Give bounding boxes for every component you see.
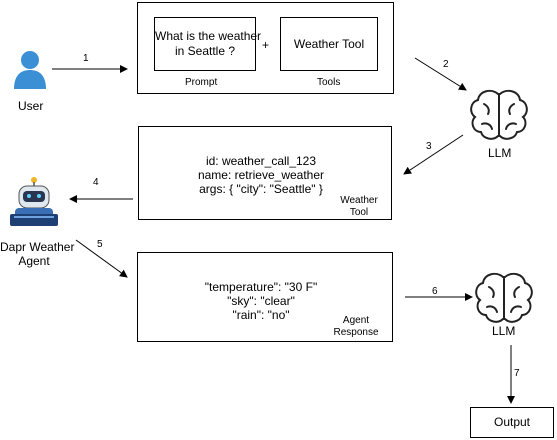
agent-response-caption-line1: Agent [342, 315, 370, 326]
arrow-2 [414, 57, 467, 91]
llm-top-label: LLM [488, 146, 512, 160]
agent-response-box: "temperature": "30 F" "sky": "clear" "ra… [137, 252, 393, 342]
plus-sign: + [262, 38, 270, 52]
step-5-label: 5 [97, 239, 103, 250]
brain-icon-top [470, 89, 528, 140]
step-1-label: 1 [83, 53, 89, 64]
tool-call-box: id: weather_call_123 name: retrieve_weat… [138, 126, 392, 220]
response-rain: "rain": "no" [232, 308, 290, 322]
llm-bottom-label: LLM [492, 324, 516, 338]
step-7-label: 7 [514, 368, 520, 379]
arrow-3 [403, 134, 464, 175]
step-2-label: 2 [443, 59, 449, 70]
robot-agent-icon [10, 177, 58, 226]
brain-icon-bottom [475, 272, 533, 323]
step-6-label: 6 [432, 286, 438, 297]
step-4-label: 4 [93, 177, 99, 188]
agent-response-caption-line2: Response [333, 327, 379, 338]
output-box: Output [470, 407, 554, 438]
prompt-box: What is the weather in Seattle ? [154, 17, 262, 71]
prompt-caption: Prompt [185, 77, 218, 88]
tools-box: Weather Tool [280, 17, 378, 71]
prompt-text-line1: What is the weather [155, 29, 262, 43]
response-sky: "sky": "clear" [227, 294, 295, 308]
output-label: Output [493, 415, 531, 429]
arrow-5 [75, 239, 128, 278]
tool-call-args: args: { "city": "Seattle" } [199, 182, 323, 196]
step-3-label: 3 [426, 141, 432, 152]
tools-caption: Tools [317, 77, 341, 88]
response-temperature: "temperature": "30 F" [204, 280, 318, 294]
user-icon [14, 51, 46, 89]
tool-call-name: name: retrieve_weather [197, 168, 325, 182]
request-box: What is the weather in Seattle ? + Weath… [137, 2, 394, 94]
weather-tool-caption-line2: Tool [349, 207, 369, 218]
agent-label-line1: Dapr Weather [0, 240, 75, 254]
prompt-text-line2: in Seattle ? [174, 44, 236, 58]
user-label: User [18, 99, 44, 113]
weather-tool-text: Weather Tool [293, 37, 365, 51]
agent-label-line2: Agent [18, 254, 50, 268]
weather-tool-caption-line1: Weather [340, 195, 378, 206]
tool-call-id: id: weather_call_123 [205, 154, 317, 168]
